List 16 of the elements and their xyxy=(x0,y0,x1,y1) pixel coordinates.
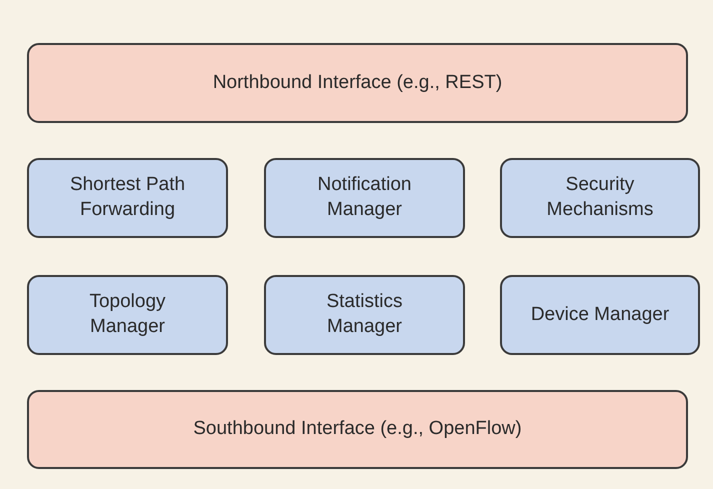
box-label: Southbound Interface (e.g., OpenFlow) xyxy=(193,417,522,442)
box-label: Device Manager xyxy=(530,302,670,327)
box-label: Notification Manager xyxy=(316,173,412,222)
box-label: Statistics Manager xyxy=(325,290,404,339)
box-label: Topology Manager xyxy=(88,290,167,339)
module-box xyxy=(500,158,700,238)
interface-layer-box xyxy=(27,390,688,469)
module-box xyxy=(264,275,465,355)
box-label: Security Mechanisms xyxy=(546,173,654,222)
box-label: Northbound Interface (e.g., REST) xyxy=(212,70,502,95)
module-box xyxy=(27,158,228,238)
module-box xyxy=(264,158,465,238)
module-box xyxy=(27,275,228,355)
box-label: Shortest Path Forwarding xyxy=(68,173,186,222)
interface-layer-box xyxy=(27,43,688,123)
module-box xyxy=(500,275,700,355)
